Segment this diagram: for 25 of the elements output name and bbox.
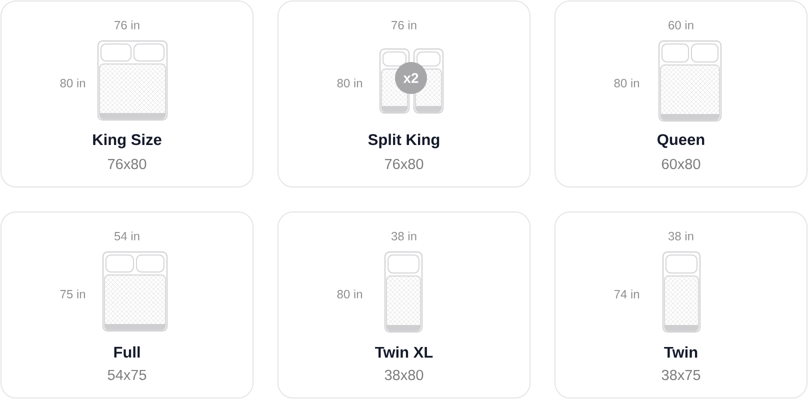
dimension-label: 74 in — [614, 290, 640, 298]
size-name: Queen — [658, 134, 704, 148]
size-dimensions: 54x75 — [108, 370, 146, 380]
dimension-label: 80 in — [614, 78, 640, 88]
size-dimensions: 38x75 — [662, 370, 700, 380]
size-name: Full — [114, 346, 140, 358]
dimension-label: 80 in — [337, 78, 362, 88]
size-dimensions: 76x80 — [108, 158, 146, 170]
dimension-label: 60 in — [668, 20, 694, 30]
dimension-label: 38 in — [391, 232, 416, 240]
dimension-label: 38 in — [668, 232, 694, 240]
dimension-label: 80 in — [337, 290, 362, 298]
size-name: King Size — [93, 134, 162, 148]
dimension-label: 75 in — [60, 290, 86, 298]
dimension-label: 76 in — [114, 20, 140, 30]
size-dimensions: 76x80 — [385, 158, 424, 170]
dimension-label: 80 in — [60, 78, 86, 88]
size-dimensions: 60x80 — [662, 158, 700, 170]
size-name: Twin XL — [375, 346, 433, 358]
count-badge: x2 — [395, 62, 427, 94]
size-name: Split King — [368, 134, 440, 148]
dimension-label: 54 in — [114, 232, 140, 240]
size-dimensions: 38x80 — [384, 370, 424, 380]
size-name: Twin — [664, 346, 698, 358]
dimension-label: 76 in — [392, 20, 416, 30]
